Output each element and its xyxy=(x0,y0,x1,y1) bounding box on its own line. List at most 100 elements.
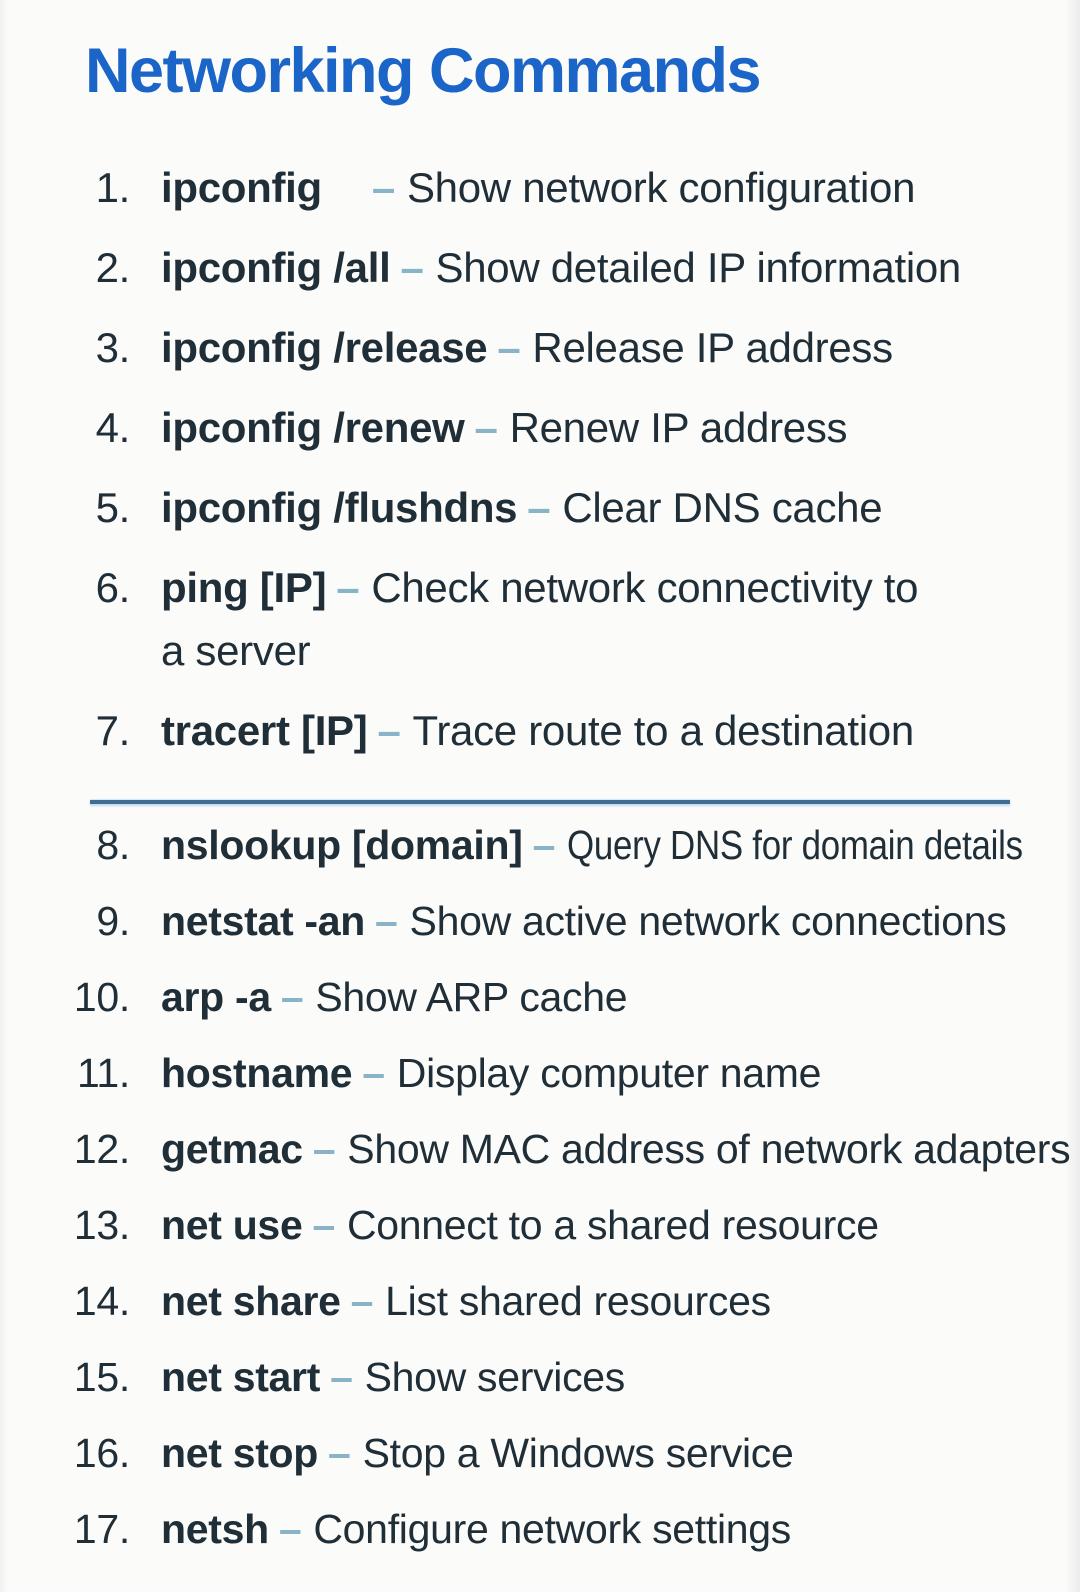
item-content: net use–Connect to a shared resource xyxy=(161,1196,1080,1255)
list-item: 11. hostname–Display computer name xyxy=(0,1044,1080,1103)
command-name: net share xyxy=(161,1278,341,1324)
item-number: 4. xyxy=(95,404,131,451)
item-content: netsh–Configure network settings xyxy=(161,1500,1080,1559)
dash-separator: – xyxy=(336,564,360,611)
dash-separator: – xyxy=(532,822,556,868)
list-item: 2. ipconfig /all–Show detailed IP inform… xyxy=(0,236,1080,299)
list-item: 5. ipconfig /flushdns–Clear DNS cache xyxy=(0,476,1080,539)
list-item: 10. arp -a–Show ARP cache xyxy=(0,968,1080,1027)
item-number: 8. xyxy=(96,822,130,868)
item-number: 10. xyxy=(73,974,130,1020)
list-item: 8. nslookup [domain]–Query DNS for domai… xyxy=(0,816,1080,875)
command-description: Renew IP address xyxy=(509,404,848,451)
list-item: 9. netstat -an–Show active network conne… xyxy=(0,892,1080,951)
item-content: hostname–Display computer name xyxy=(161,1044,1080,1103)
item-number: 15. xyxy=(73,1354,130,1400)
command-description: Show detailed IP information xyxy=(435,244,962,291)
command-name: ipconfig /renew xyxy=(161,404,465,451)
list-item: 13. net use–Connect to a shared resource xyxy=(0,1196,1080,1255)
list-item: 14. net share–List shared resources xyxy=(0,1272,1080,1331)
command-description: Clear DNS cache xyxy=(562,484,883,531)
dash-separator: – xyxy=(527,484,551,531)
item-content: getmac–Show MAC address of network adapt… xyxy=(161,1120,1080,1179)
command-description: List shared resources xyxy=(385,1278,771,1324)
item-content: nslookup [domain]–Query DNS for domain d… xyxy=(161,816,1080,875)
dash-separator: – xyxy=(312,1126,336,1172)
command-description: Connect to a shared resource xyxy=(346,1202,879,1248)
command-name: ipconfig /flushdns xyxy=(161,484,518,531)
list-item: 12. getmac–Show MAC address of network a… xyxy=(0,1120,1080,1179)
dash-separator: – xyxy=(362,1050,385,1096)
item-content: ping [IP]–Check network connectivity to … xyxy=(161,556,1080,682)
item-content: ipconfig /renew–Renew IP address xyxy=(161,396,1080,459)
dash-separator: – xyxy=(400,244,424,291)
command-name: tracert [IP] xyxy=(161,707,368,754)
item-content: net start–Show services xyxy=(161,1348,1080,1407)
command-name: arp -a xyxy=(161,974,271,1020)
page-title: Networking Commands xyxy=(85,36,762,106)
command-name: ipconfig /release xyxy=(161,324,488,371)
item-number: 1. xyxy=(95,164,131,211)
list-item: 3. ipconfig /release–Release IP address xyxy=(0,316,1080,379)
dash-separator: – xyxy=(278,1506,302,1552)
description-line2: a server xyxy=(161,627,311,674)
command-name: ipconfig xyxy=(161,164,322,211)
command-description: Show services xyxy=(364,1354,626,1400)
list-item: 15. net start–Show services xyxy=(0,1348,1080,1407)
command-description: Show ARP cache xyxy=(315,974,628,1020)
command-description: Show active network connections xyxy=(409,898,1007,944)
command-name: getmac xyxy=(161,1126,303,1172)
item-content: ipconfig /all–Show detailed IP informati… xyxy=(161,236,1080,299)
command-name: netstat -an xyxy=(161,898,366,944)
list-item: 6. ping [IP]–Check network connectivity … xyxy=(0,556,1080,682)
section-divider xyxy=(90,800,1010,804)
item-content: ipconfig –Show network configuration xyxy=(161,156,1080,219)
item-content: ipconfig /flushdns–Clear DNS cache xyxy=(161,476,1080,539)
item-content: net stop–Stop a Windows service xyxy=(161,1424,1080,1483)
item-number: 2. xyxy=(95,244,131,291)
list-item: 1. ipconfig –Show network configuration xyxy=(0,156,1080,219)
dash-separator: – xyxy=(280,974,304,1020)
command-name: net use xyxy=(161,1202,303,1248)
command-description: Trace route to a destination xyxy=(412,707,915,754)
dash-separator: – xyxy=(377,707,401,754)
dash-separator: – xyxy=(474,404,498,451)
list-item: 17. netsh–Configure network settings xyxy=(0,1500,1080,1559)
item-number: 5. xyxy=(95,484,131,531)
command-description: Show network configuration xyxy=(406,164,916,211)
dash-separator: – xyxy=(371,164,395,211)
item-number: 3. xyxy=(95,324,131,371)
dash-separator: – xyxy=(350,1278,374,1324)
item-number: 17. xyxy=(73,1506,130,1552)
command-name: net start xyxy=(161,1354,321,1400)
command-name: hostname xyxy=(161,1050,353,1096)
item-number: 6. xyxy=(95,564,131,611)
command-description: Stop a Windows service xyxy=(362,1430,794,1476)
item-number: 11. xyxy=(76,1050,130,1096)
command-list-bottom: 8. nslookup [domain]–Query DNS for domai… xyxy=(0,816,1080,1559)
item-content: ipconfig /release–Release IP address xyxy=(161,316,1080,379)
command-description: Configure network settings xyxy=(313,1506,791,1552)
list-item: 16. net stop–Stop a Windows service xyxy=(0,1424,1080,1483)
item-number: 7. xyxy=(95,707,131,754)
command-name: ping [IP] xyxy=(161,564,327,611)
dash-separator: – xyxy=(312,1202,335,1248)
list-item: 7. tracert [IP]–Trace route to a destina… xyxy=(0,699,1080,762)
item-number: 9. xyxy=(96,898,130,944)
command-description: Check network connectivity to xyxy=(371,564,919,611)
item-number: 16. xyxy=(73,1430,130,1476)
dash-separator: – xyxy=(328,1430,351,1476)
item-content: tracert [IP]–Trace route to a destinatio… xyxy=(161,699,1080,762)
item-number: 13. xyxy=(73,1202,130,1248)
command-description: Display computer name xyxy=(396,1050,822,1096)
command-name: nslookup [domain] xyxy=(161,822,523,868)
dash-separator: – xyxy=(330,1354,353,1400)
item-number: 14. xyxy=(73,1278,130,1324)
command-name: net stop xyxy=(161,1430,319,1476)
command-list-top: 1. ipconfig–Show network configuration 2… xyxy=(0,156,1080,762)
list-item: 4. ipconfig /renew–Renew IP address xyxy=(0,396,1080,459)
command-description: Release IP address xyxy=(532,324,893,371)
command-description: Query DNS for domain details xyxy=(567,822,1023,868)
command-description: Show MAC address of network adapters xyxy=(347,1126,1071,1172)
